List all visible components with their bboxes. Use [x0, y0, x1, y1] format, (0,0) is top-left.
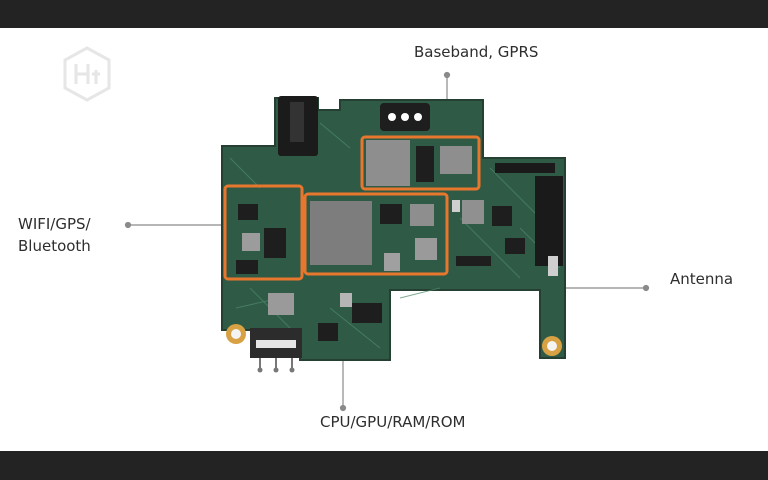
highlight-cpu [303, 192, 449, 276]
highlight-wifi [223, 184, 304, 281]
highlight-baseband [360, 135, 481, 191]
pcb-diagram [124, 71, 650, 412]
label-antenna: Antenna [670, 270, 734, 288]
top-frame-bar [0, 0, 768, 28]
diagram-canvas: Baseband, GPRS WIFI/GPS/ Bluetooth Anten… [0, 28, 768, 451]
label-wifi-gps-bluetooth: WIFI/GPS/ Bluetooth [18, 213, 91, 257]
bottom-frame-bar [0, 451, 768, 480]
label-cpu-gpu-ram-rom: CPU/GPU/RAM/ROM [320, 413, 466, 431]
label-wifi-line2: Bluetooth [18, 237, 91, 255]
label-wifi-line1: WIFI/GPS/ [18, 215, 91, 233]
label-baseband: Baseband, GPRS [414, 43, 539, 61]
highlight-boxes [223, 135, 481, 281]
hexagon-logo-icon [63, 46, 111, 102]
